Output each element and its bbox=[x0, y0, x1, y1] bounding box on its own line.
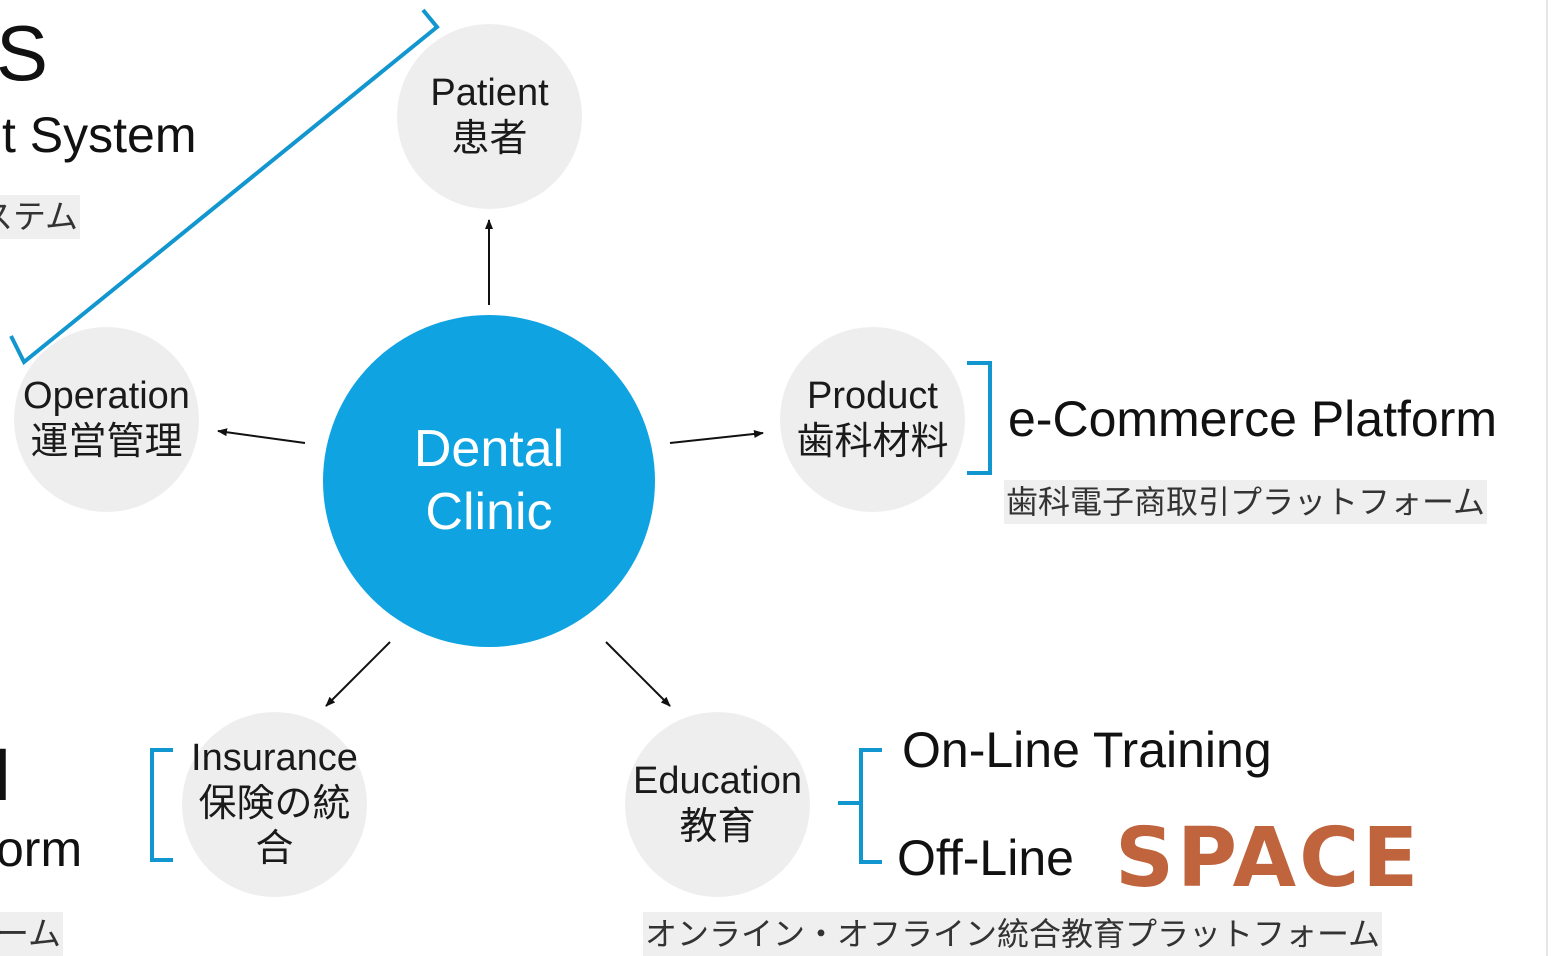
arrow-to-product bbox=[669, 429, 764, 444]
arrow-to-education bbox=[605, 641, 671, 707]
bracket-ecommerce bbox=[967, 361, 992, 475]
node-operation-en: Operation bbox=[23, 374, 190, 417]
node-product-ja: 歯科材料 bbox=[796, 420, 949, 463]
offline-label: Off-Line bbox=[897, 830, 1074, 886]
node-product: Product 歯科材料 bbox=[780, 327, 965, 512]
bracket-education bbox=[859, 748, 882, 864]
node-patient: Patient 患者 bbox=[397, 24, 582, 209]
center-line2: Clinic bbox=[425, 483, 553, 541]
bracket-insurance bbox=[150, 748, 173, 862]
node-operation-ja: 運営管理 bbox=[30, 420, 183, 463]
node-insurance: Insurance 保険の統合 bbox=[182, 712, 367, 897]
node-operation: Operation 運営管理 bbox=[14, 327, 199, 512]
arrow-to-insurance bbox=[325, 641, 391, 707]
node-education-en: Education bbox=[632, 759, 802, 802]
right-edge-divider bbox=[1546, 0, 1548, 956]
ecommerce-title: e-Commerce Platform bbox=[1008, 391, 1497, 447]
top-left-title: t System bbox=[2, 107, 197, 163]
node-product-en: Product bbox=[807, 374, 938, 417]
arrow-to-operation bbox=[217, 428, 306, 444]
bottom-left-letter: I bbox=[0, 733, 13, 816]
node-patient-ja: 患者 bbox=[451, 117, 528, 160]
bottom-left-subtitle: ーム bbox=[0, 912, 64, 956]
node-insurance-en: Insurance bbox=[191, 737, 358, 780]
ecommerce-subtitle: 歯科電子商取引プラットフォーム bbox=[1004, 480, 1488, 524]
node-patient-en: Patient bbox=[430, 71, 549, 114]
online-training-label: On-Line Training bbox=[902, 722, 1272, 778]
node-dental-clinic: Dental Clinic bbox=[323, 315, 655, 647]
center-line1: Dental bbox=[413, 419, 565, 478]
bottom-left-title: orm bbox=[0, 821, 83, 877]
bracket-management-system bbox=[9, 8, 440, 366]
node-education: Education 教育 bbox=[625, 712, 810, 897]
top-left-letter: S bbox=[0, 9, 49, 97]
space-logo: SPACE bbox=[1115, 811, 1422, 906]
node-education-ja: 教育 bbox=[679, 805, 756, 848]
node-insurance-ja: 保険の統合 bbox=[198, 782, 351, 871]
top-left-subtitle: ステム bbox=[0, 195, 81, 239]
education-subtitle: オンライン・オフライン統合教育プラットフォーム bbox=[643, 912, 1383, 956]
